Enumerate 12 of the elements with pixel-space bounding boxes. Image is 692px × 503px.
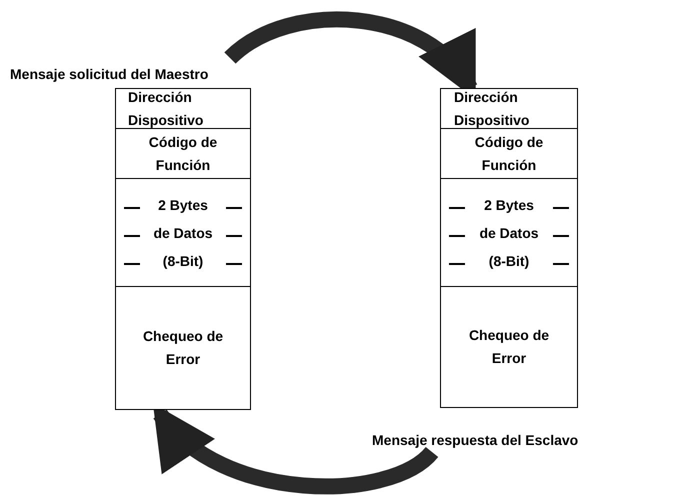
field-label: Dirección Dispositivo	[454, 88, 530, 130]
field-label: Chequeo de Error	[468, 326, 550, 368]
message-heading: Mensaje solicitud del Maestro	[10, 65, 210, 84]
message-heading: Mensaje respuesta del Esclavo	[372, 431, 580, 450]
field-label: 2 Bytes de Datos (8-Bit)	[478, 196, 540, 271]
field-label: 2 Bytes de Datos (8-Bit)	[152, 196, 214, 271]
field-section	[116, 89, 250, 129]
field-label: Chequeo de Error	[142, 327, 224, 369]
field-label: Código de Función	[474, 132, 544, 174]
field-section	[441, 89, 577, 129]
field-label: Dirección Dispositivo	[128, 88, 204, 130]
field-label: Código de Función	[148, 132, 218, 174]
